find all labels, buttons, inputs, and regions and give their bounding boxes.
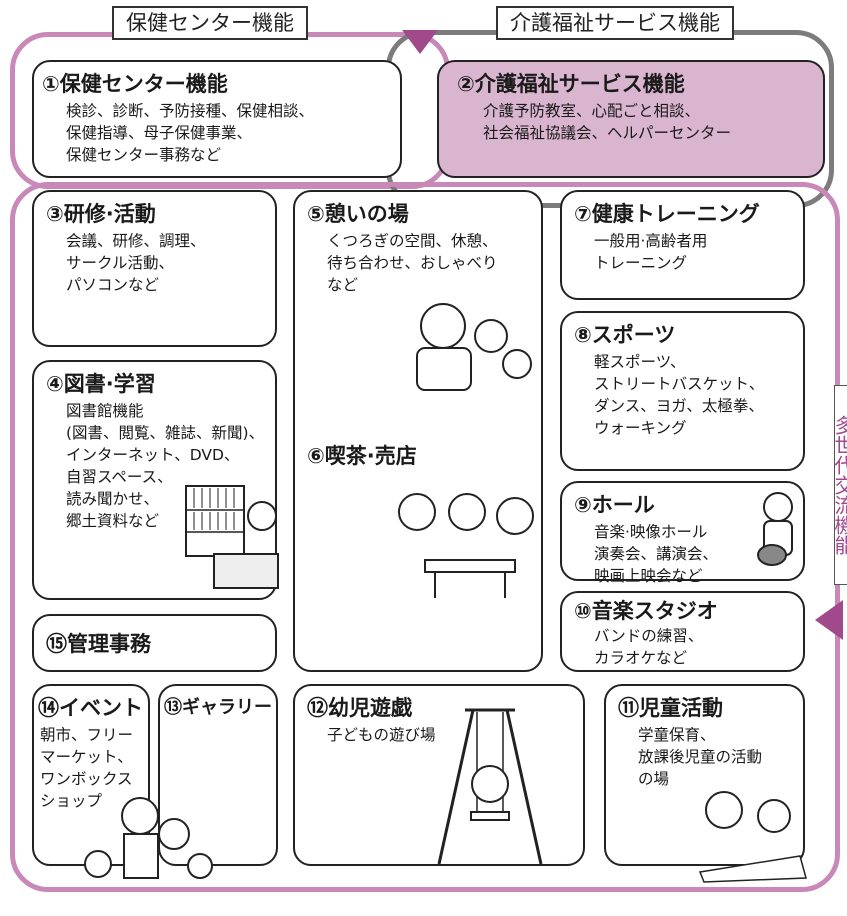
box-title: ②介護福祉サービス機能	[457, 72, 685, 96]
health-center-tag: 保健センター機能	[112, 6, 308, 40]
box-desc: 検診、診断、予防接種、保健相談、 保健指導、母子保健事業、 保健センター事務など	[66, 102, 315, 164]
box-desc: 図書館機能 (図書、閲覧、雑誌、新聞)、 インターネット、DVD、 自習スペース…	[66, 402, 265, 530]
box-title: ③研修·活動	[46, 202, 156, 226]
box-desc: 会議、研修、調理、 サークル活動、 パソコンなど	[66, 232, 206, 294]
children-illustration	[698, 791, 807, 883]
event-people-illustration	[84, 797, 213, 879]
box-title: ⑭イベント	[38, 696, 143, 720]
box-welfare: ②介護福祉サービス機能 介護予防教室、心配ごと相談、 社会福祉協議会、ヘルパーセ…	[437, 60, 825, 178]
box-desc: バンドの練習、 カラオケなど	[594, 627, 704, 667]
box-title: ⑨ホール	[574, 493, 655, 517]
box-title: ⑤憩いの場	[307, 202, 409, 226]
box-title: ⑬ギャラリー	[164, 697, 272, 718]
box-title: ⑥喫茶·売店	[307, 444, 417, 468]
box-desc: 朝市、フリー マーケット、 ワンボックス ショップ	[40, 726, 134, 810]
box-title: ⑧スポーツ	[574, 323, 676, 347]
left-arrow-icon	[815, 600, 843, 640]
box-title: ⑦健康トレーニング	[574, 202, 760, 226]
box-children-activity: ⑪児童活動 学童保育、 放課後児童の活動 の場	[604, 684, 805, 866]
box-title: ⑫幼児遊戯	[307, 696, 412, 720]
box-lounge-cafe: ⑤憩いの場 くつろぎの空間、休憩、 待ち合わせ、おしゃべり など ⑥喫茶·売店	[293, 190, 543, 672]
box-desc: くつろぎの空間、休憩、 待ち合わせ、おしゃべり など	[327, 232, 498, 294]
box-desc: 一般用·高齢者用 トレーニング	[594, 232, 708, 272]
side-label: 多世代交流機能	[834, 385, 847, 585]
swing-illustration	[437, 708, 543, 865]
box-desc: 音楽·映像ホール 演奏会、講演会、 映画上映会など	[594, 523, 719, 585]
box-desc: 介護予防教室、心配ごと相談、 社会福祉協議会、ヘルパーセンター	[483, 102, 732, 142]
box-title: ⑩音楽スタジオ	[574, 599, 718, 623]
box-music-studio: ⑩音楽スタジオ バンドの練習、 カラオケなど	[560, 591, 805, 672]
guitar-player-illustration	[757, 492, 793, 566]
box-training: ③研修·活動 会議、研修、調理、 サークル活動、 パソコンなど	[32, 190, 277, 347]
box-desc: 学童保育、 放課後児童の活動 の場	[638, 726, 763, 788]
welfare-tag: 介護福祉サービス機能	[496, 6, 734, 40]
family-illustration	[416, 303, 532, 391]
box-title: ⑮管理事務	[46, 632, 151, 656]
box-sports: ⑧スポーツ 軽スポーツ、 ストリートバスケット、 ダンス、ヨガ、太極拳、 ウォー…	[560, 311, 805, 471]
box-fitness: ⑦健康トレーニング 一般用·高齢者用 トレーニング	[560, 190, 805, 300]
box-desc: 子どもの遊び場	[327, 726, 436, 744]
box-hall: ⑨ホール 音楽·映像ホール 演奏会、講演会、 映画上映会など	[560, 481, 805, 585]
cafe-illustration	[398, 493, 534, 598]
box-title: ⑪児童活動	[618, 696, 723, 720]
library-illustration	[185, 485, 279, 589]
box-admin: ⑮管理事務	[32, 614, 277, 672]
box-title: ①保健センター機能	[42, 72, 228, 96]
box-health-center: ①保健センター機能 検診、診断、予防接種、保健相談、 保健指導、母子保健事業、 …	[32, 60, 402, 178]
box-library: ④図書·学習 図書館機能 (図書、閲覧、雑誌、新聞)、 インターネット、DVD、…	[32, 360, 279, 600]
box-infant-play: ⑫幼児遊戯 子どもの遊び場	[293, 684, 585, 866]
down-arrow-icon	[402, 30, 438, 54]
box-title: ④図書·学習	[46, 372, 156, 396]
box-desc: 軽スポーツ、 ストリートバスケット、 ダンス、ヨガ、太極拳、 ウォーキング	[594, 353, 765, 437]
